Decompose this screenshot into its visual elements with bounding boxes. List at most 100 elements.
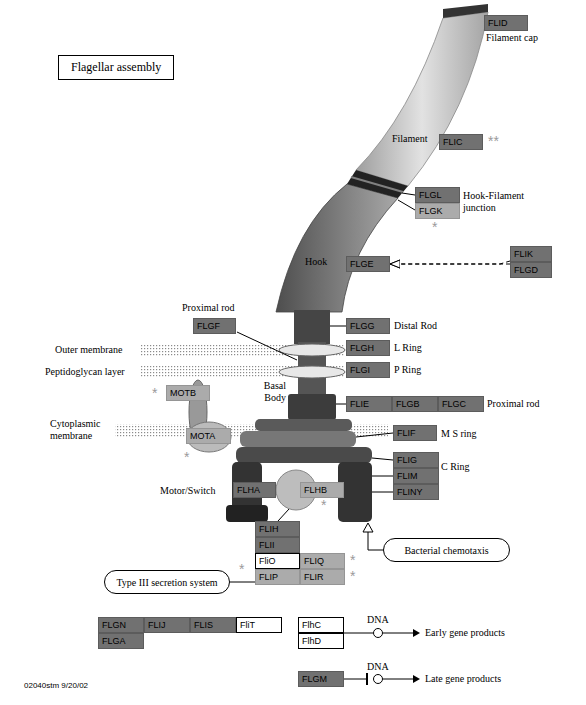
gene-box: FLIK xyxy=(510,246,552,262)
mota-stator-shape xyxy=(187,422,231,452)
gene-box: FliO xyxy=(255,553,300,569)
c-ring-shape xyxy=(236,447,372,463)
gene-box: FLIQ xyxy=(300,553,345,569)
gene-name: FLGH xyxy=(350,343,374,353)
gene-name: FLGL xyxy=(419,190,442,200)
gene-name: FLID xyxy=(488,18,508,28)
leader-line xyxy=(372,492,393,493)
pathway-name: Type III secretion system xyxy=(116,577,217,588)
gene-box: FLHB xyxy=(300,482,344,498)
chemotaxis-arrow-line xyxy=(368,531,383,550)
ms-ring-disk xyxy=(240,431,356,447)
pathway-name: Bacterial chemotaxis xyxy=(404,545,488,556)
hook-shape xyxy=(276,184,398,312)
leader-line xyxy=(237,332,297,360)
leader-line xyxy=(356,433,393,437)
outer-membrane-band xyxy=(140,344,345,356)
gene-box: FLIS xyxy=(190,617,236,633)
leader-line xyxy=(402,193,415,195)
gene-box: FLII xyxy=(255,537,300,553)
gene-box: FLIG xyxy=(393,452,439,468)
asterisk-mark: * xyxy=(239,562,244,576)
gene-box: FLGC xyxy=(438,396,484,412)
gene-box: FLGA xyxy=(98,633,144,649)
motor-foot xyxy=(226,505,268,522)
structure-label: Proximal rod xyxy=(182,302,235,314)
structure-label: Proximal rod xyxy=(487,398,540,410)
structure-label: Early gene products xyxy=(425,627,505,639)
gene-box: FLGG xyxy=(346,318,390,334)
gene-name: FLIR xyxy=(304,572,324,582)
leader-line xyxy=(330,326,346,327)
junction-shape xyxy=(347,170,408,198)
asterisk-mark: * xyxy=(184,450,189,464)
structure-label: P Ring xyxy=(394,364,421,376)
structure-label: DNA xyxy=(367,614,389,626)
gene-box: FLIF xyxy=(393,425,437,441)
gene-box: FLGF xyxy=(193,318,236,334)
pathway-oval: Bacterial chemotaxis xyxy=(383,538,510,562)
gene-name: FLIJ xyxy=(148,620,166,630)
structure-label: Filament xyxy=(392,133,428,145)
gene-name: FLII xyxy=(259,540,275,550)
peptidoglycan-band xyxy=(140,366,345,378)
leader-line xyxy=(398,200,415,210)
gene-name: FlhD xyxy=(302,636,321,646)
distal-rod-shape xyxy=(294,310,330,344)
gene-name: MOTB xyxy=(170,388,196,398)
p-ring-shape xyxy=(279,366,345,378)
leader-line xyxy=(372,458,393,460)
gene-box: FlhD xyxy=(298,633,344,649)
structure-label: C Ring xyxy=(441,461,470,473)
gene-name: FLIF xyxy=(397,428,416,438)
structure-label: Outer membrane xyxy=(55,344,122,356)
gene-box: FLIM xyxy=(393,468,439,484)
gene-name: FLIK xyxy=(514,249,533,259)
leader-line xyxy=(278,509,289,521)
structure-label: L Ring xyxy=(394,342,422,354)
gene-box: FLIH xyxy=(255,521,300,537)
gene-box: FLIC xyxy=(439,134,483,150)
asterisk-mark: * xyxy=(432,220,437,234)
link-arrow xyxy=(390,261,510,264)
leader-line xyxy=(372,476,393,477)
gene-name: FLGG xyxy=(350,321,375,331)
gene-box: FLGH xyxy=(346,340,390,356)
regulation-line xyxy=(383,633,414,634)
gene-box: FlhC xyxy=(298,617,344,633)
gene-name: FLGI xyxy=(350,365,370,375)
regulation-arrowhead xyxy=(413,675,420,683)
regulation-line xyxy=(344,679,366,680)
gene-name: FLGK xyxy=(419,206,443,216)
gene-box: FLGL xyxy=(415,187,460,203)
asterisk-mark: * xyxy=(152,386,157,400)
ms-ring-shape xyxy=(255,419,352,431)
gene-box: FLGK xyxy=(415,203,460,219)
asterisk-mark: ** xyxy=(488,134,499,148)
inhibition-bar xyxy=(366,673,368,685)
proximal-rod-shape xyxy=(288,394,336,420)
link-arrow xyxy=(390,264,510,265)
filament-cap-shape xyxy=(443,4,488,18)
gene-name: FLIS xyxy=(194,620,213,630)
gene-name: FlhC xyxy=(302,620,321,630)
gene-name: FLIH xyxy=(259,524,279,534)
gene-name: FliT xyxy=(240,620,255,630)
gene-name: FLHA xyxy=(237,485,260,495)
link-arrow xyxy=(230,582,255,583)
gene-name: FLGD xyxy=(514,265,538,275)
structure-label: Cytoplasmic membrane xyxy=(50,418,112,442)
gene-box: MOTB xyxy=(166,385,210,401)
asterisk-mark: * xyxy=(321,498,326,512)
structure-label: Hook xyxy=(305,256,327,268)
leader-line xyxy=(336,404,346,405)
gene-name: FLIC xyxy=(443,137,463,147)
structure-label: DNA xyxy=(367,661,389,673)
junction-stripe xyxy=(351,177,403,192)
regulation-line xyxy=(383,679,414,680)
gene-box: FLHA xyxy=(233,482,276,498)
diagram-title: Flagellar assembly xyxy=(58,55,174,80)
gene-name: FLIP xyxy=(259,572,278,582)
gene-box: FLGD xyxy=(510,262,552,278)
